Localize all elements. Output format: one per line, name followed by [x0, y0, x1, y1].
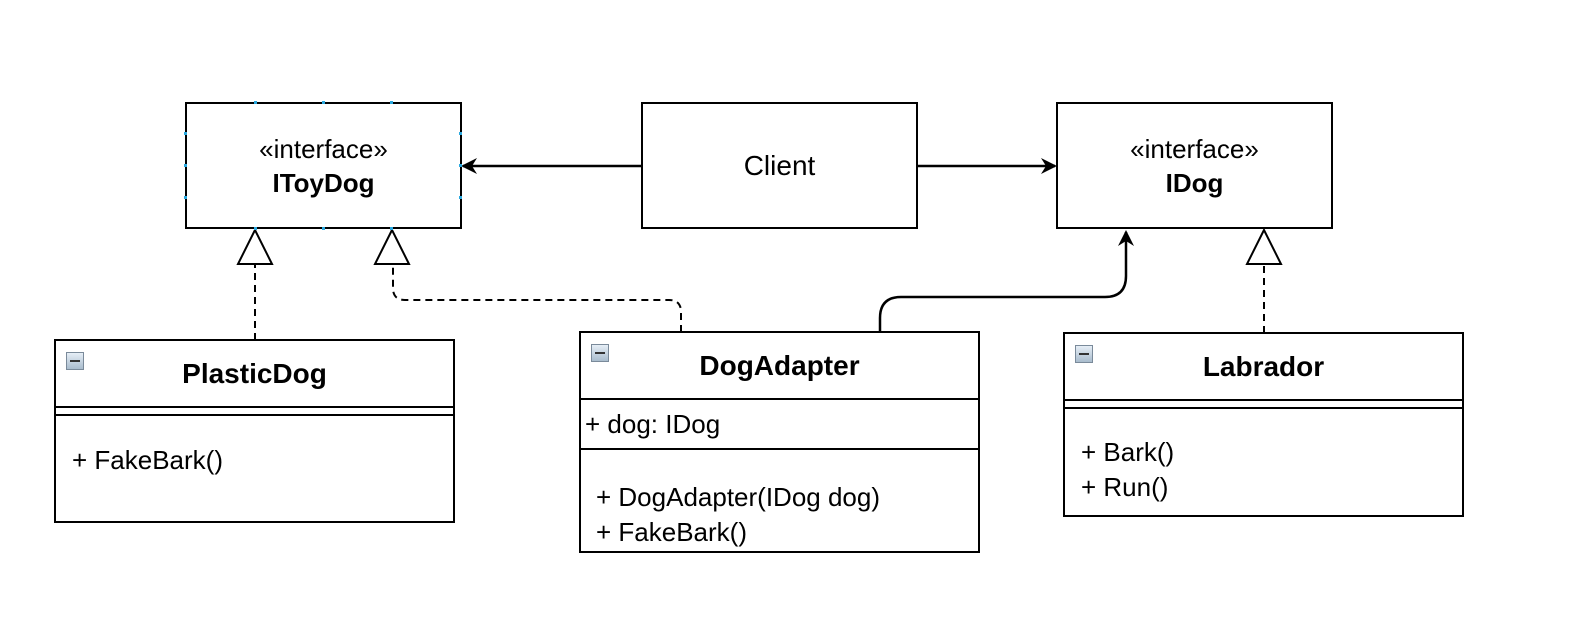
itoydog-stereotype: «interface» [259, 133, 388, 164]
selection-handle[interactable] [254, 227, 257, 230]
method-item: + FakeBark() [72, 445, 223, 475]
dogadapter-class-box[interactable]: DogAdapter + dog: IDog + DogAdapter(IDog… [579, 331, 980, 553]
idog-stereotype: «interface» [1130, 133, 1259, 164]
dogadapter-methods: + DogAdapter(IDog dog) + FakeBark() [581, 450, 978, 550]
labrador-class-box[interactable]: Labrador + Bark() + Run() [1063, 332, 1464, 517]
labrador-header: Labrador [1065, 334, 1462, 401]
itoydog-name: IToyDog [272, 167, 375, 198]
plasticdog-name: PlasticDog [182, 357, 327, 389]
plasticdog-attributes-divider [56, 408, 453, 416]
selection-handle[interactable] [254, 101, 257, 104]
labrador-name: Labrador [1202, 350, 1325, 382]
collapse-icon[interactable] [591, 344, 609, 362]
plasticdog-header: PlasticDog [56, 341, 453, 408]
client-label: Client [743, 149, 816, 181]
method-item: + DogAdapter(IDog dog) [596, 482, 881, 512]
selection-handle[interactable] [184, 196, 187, 199]
dogadapter-realization-triangle [373, 227, 411, 265]
selection-handle[interactable] [322, 101, 325, 104]
labrador-methods: + Bark() + Run() [1065, 409, 1462, 505]
method-item: + Bark() [1081, 437, 1175, 467]
dogadapter-to-idog-arrow[interactable] [878, 230, 1134, 332]
plasticdog-methods: + FakeBark() [56, 416, 453, 478]
dogadapter-name: DogAdapter [699, 349, 860, 381]
idog-name: IDog [1165, 167, 1224, 198]
labrador-realization-triangle [1245, 227, 1283, 265]
attribute-item: + dog: IDog [585, 408, 721, 439]
selection-handle[interactable] [459, 164, 462, 167]
collapse-icon[interactable] [1075, 345, 1093, 363]
plasticdog-realization-triangle [236, 227, 274, 265]
method-item: + FakeBark() [596, 517, 747, 547]
selection-handle[interactable] [390, 101, 393, 104]
dogadapter-header: DogAdapter [581, 333, 978, 400]
itoydog-interface-box[interactable]: «interface» IToyDog [185, 102, 462, 229]
plasticdog-class-box[interactable]: PlasticDog + FakeBark() [54, 339, 455, 523]
idog-interface-box[interactable]: «interface» IDog [1056, 102, 1333, 229]
selection-handle[interactable] [459, 196, 462, 199]
method-item: + Run() [1081, 472, 1169, 502]
selection-handle[interactable] [459, 132, 462, 135]
selection-handle[interactable] [390, 227, 393, 230]
dogadapter-realization-line[interactable] [392, 264, 682, 332]
selection-handle[interactable] [184, 132, 187, 135]
client-box[interactable]: Client [641, 102, 918, 229]
labrador-attributes-divider [1065, 401, 1462, 409]
selection-handle[interactable] [322, 227, 325, 230]
selection-handle[interactable] [184, 164, 187, 167]
collapse-icon[interactable] [66, 352, 84, 370]
dogadapter-attributes: + dog: IDog [581, 400, 978, 450]
